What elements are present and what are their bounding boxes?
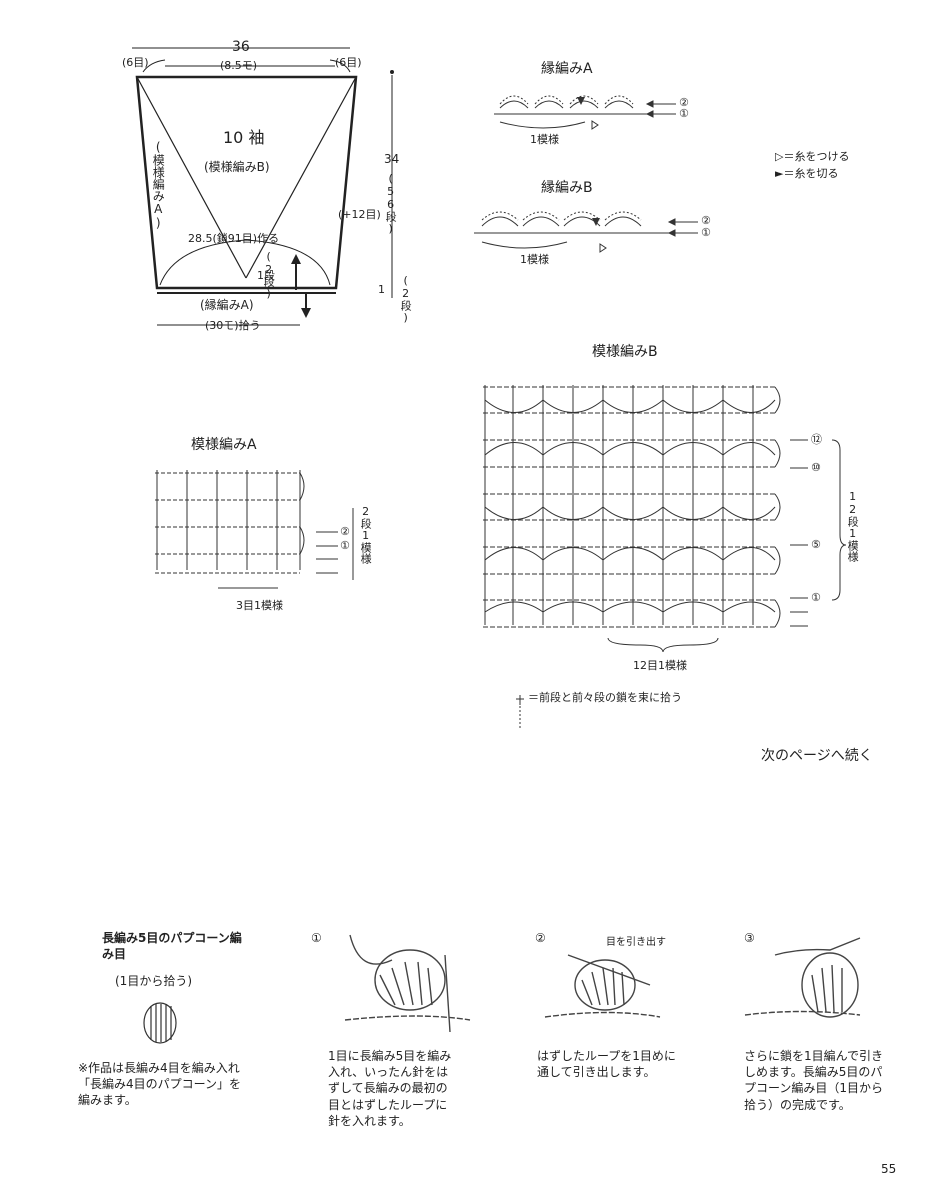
step3-number: ③ bbox=[744, 931, 755, 945]
sleeve-edge-label: (縁編みA) bbox=[200, 298, 254, 312]
edging-b-chart bbox=[474, 211, 698, 249]
edging-b-title: 縁編みB bbox=[541, 180, 593, 196]
popcorn-symbol bbox=[143, 1002, 177, 1044]
step3-illustration bbox=[744, 937, 861, 1018]
sleeve-row-one: 1段 bbox=[257, 269, 275, 282]
pattern-b-repeat: 12目1模様 bbox=[633, 659, 687, 672]
step2-number: ② bbox=[535, 931, 546, 945]
step2-label: 目を引き出す bbox=[606, 937, 666, 948]
sleeve-side-label: (模様編みA) bbox=[151, 140, 166, 230]
sleeve-increase: (+12目) bbox=[338, 208, 381, 221]
pattern-b-title: 模様編みB bbox=[592, 344, 658, 360]
popcorn-subtitle: (1目から拾う) bbox=[115, 974, 192, 988]
sleeve-edge-rows: (2段) bbox=[262, 250, 276, 300]
pattern-a-row2: ② bbox=[340, 525, 350, 538]
step1-number: ① bbox=[311, 931, 322, 945]
sleeve-top-width: 36 bbox=[232, 39, 250, 55]
edging-b-row1: ① bbox=[701, 226, 711, 239]
pattern-a-row1: ① bbox=[340, 539, 350, 552]
sleeve-chain: 28.5(鎖91目)作る bbox=[188, 232, 280, 245]
legend-cut: ►＝糸を切る bbox=[775, 167, 839, 180]
pattern-b-chart bbox=[483, 385, 847, 728]
edging-a-repeat: 1模様 bbox=[530, 133, 559, 146]
attach-yarn-icon: ▷ bbox=[775, 150, 784, 163]
sleeve-pattern-b-label: (模様編みB) bbox=[204, 160, 270, 174]
pattern-b-row1: ① bbox=[811, 591, 821, 604]
pattern-b-row12: ⑫ bbox=[811, 433, 822, 446]
edging-b-row2: ② bbox=[701, 214, 711, 227]
edging-a-row2: ② bbox=[679, 96, 689, 109]
pattern-a-chart bbox=[155, 470, 354, 589]
step1-text: 1目に長編み5目を編み 入れ、いったん針をは ずして長編みの最初の 目とはずした… bbox=[328, 1049, 452, 1128]
popcorn-title: 長編み5目のパプコーン編み目 bbox=[102, 931, 242, 962]
pattern-b-rows: 12段1模様 bbox=[846, 490, 860, 562]
sleeve-height-rows: (56段) bbox=[384, 172, 398, 235]
edging-b-repeat: 1模様 bbox=[520, 253, 549, 266]
cut-yarn-icon: ► bbox=[775, 167, 784, 180]
pattern-b-row10: ⑩ bbox=[811, 461, 821, 474]
pattern-a-title: 模様編みA bbox=[191, 437, 257, 453]
edging-a-title: 縁編みA bbox=[541, 61, 593, 77]
pattern-b-note: ＝前段と前々段の鎖を束に拾う bbox=[528, 691, 682, 704]
step1-illustration bbox=[344, 934, 471, 1033]
sleeve-top-left-count: (6目) bbox=[122, 56, 149, 69]
step3-text: さらに鎖を1目編んで引き しめます。長編み5目のパ プコーン編み目（1目から 拾… bbox=[744, 1049, 884, 1112]
pattern-a-rows: 2段1模様 bbox=[359, 505, 373, 564]
sleeve-height: 34 bbox=[384, 152, 400, 166]
legend-attach: ▷＝糸をつける bbox=[775, 150, 850, 163]
sleeve-pickup: (30モ)拾う bbox=[205, 319, 261, 332]
step2-text: はずしたループを1目めに 通して引き出します。 bbox=[537, 1049, 676, 1080]
sleeve-title: 10 袖 bbox=[223, 128, 265, 147]
popcorn-note: ※作品は長編み4目を編み入れ 「長編み4目のパプコーン」を 編みます。 bbox=[78, 1061, 242, 1108]
page-number: 55 bbox=[881, 1162, 897, 1176]
sleeve-right-rows: (2段) bbox=[399, 274, 413, 324]
sleeve-top-right-count: (6目) bbox=[335, 56, 362, 69]
continued-label: 次のページへ続く bbox=[761, 748, 873, 764]
legend-symbols bbox=[516, 97, 607, 705]
edging-a-chart bbox=[494, 95, 676, 129]
sleeve-right-one: 1 bbox=[378, 283, 385, 296]
step2-illustration bbox=[544, 954, 661, 1018]
sleeve-schematic bbox=[132, 47, 394, 326]
edging-a-row1: ① bbox=[679, 107, 689, 120]
pattern-a-repeat: 3目1模様 bbox=[236, 599, 283, 612]
sleeve-top-mid-count: (8.5モ) bbox=[220, 59, 258, 72]
pattern-b-row5: ⑤ bbox=[811, 538, 821, 551]
